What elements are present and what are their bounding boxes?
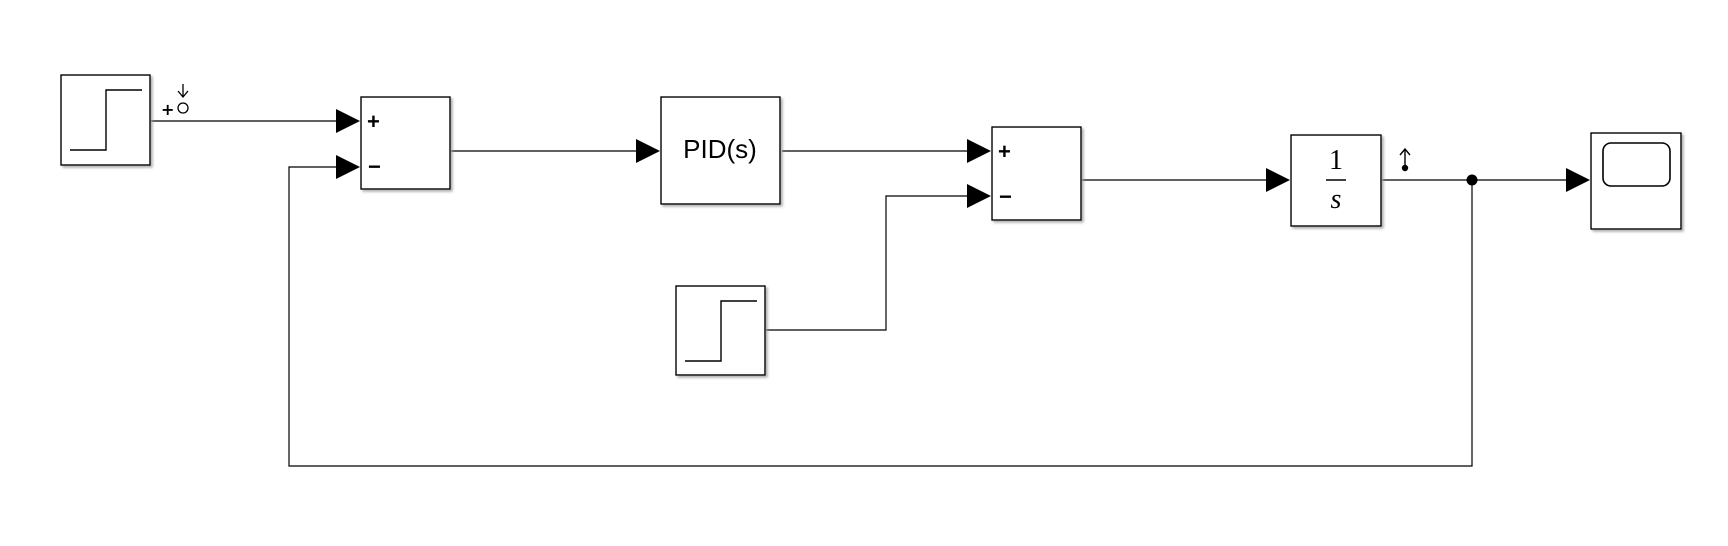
signal-log-marker-icon [1399, 147, 1411, 172]
step-disturbance-block[interactable] [675, 285, 766, 376]
scope-block[interactable] [1590, 132, 1682, 230]
scope-screen-icon [1602, 142, 1671, 187]
reference-port-plus-sign: + [161, 100, 174, 119]
pid-controller-block[interactable]: PID(s) [660, 96, 781, 205]
step-icon [685, 300, 757, 362]
test-point-icon [177, 84, 189, 114]
sum-error-block[interactable]: + − [360, 96, 451, 190]
integrator-block[interactable]: 1 s [1290, 134, 1382, 227]
arrowhead-sum1-plus [336, 109, 360, 133]
signal-line-feedback[interactable] [288, 166, 1473, 467]
step-reference-block[interactable] [60, 74, 151, 166]
arrowhead-integrator-input [1266, 168, 1290, 192]
arrowhead-pid-input [636, 139, 660, 163]
reference-port-markers: + [161, 84, 189, 119]
arrowhead-scope-input [1566, 168, 1590, 192]
sum-error-minus-sign: − [368, 154, 381, 179]
sum-disturbance-block[interactable]: + − [991, 126, 1082, 221]
arrowhead-sum2-plus [967, 139, 991, 163]
pid-controller-label: PID(s) [683, 134, 757, 164]
step-icon [70, 89, 142, 151]
arrowhead-sum1-minus [336, 155, 360, 179]
sum-disturbance-minus-sign: − [999, 184, 1012, 209]
sum-disturbance-plus-sign: + [998, 139, 1011, 164]
arrowhead-sum2-minus [967, 184, 991, 208]
integrator-denominator: s [1331, 184, 1342, 215]
integrator-numerator: 1 [1329, 145, 1343, 176]
signal-line-disturbance[interactable] [766, 195, 969, 331]
sum-error-plus-sign: + [367, 109, 380, 134]
arrowheads [336, 109, 1590, 208]
branch-point [1466, 174, 1478, 186]
